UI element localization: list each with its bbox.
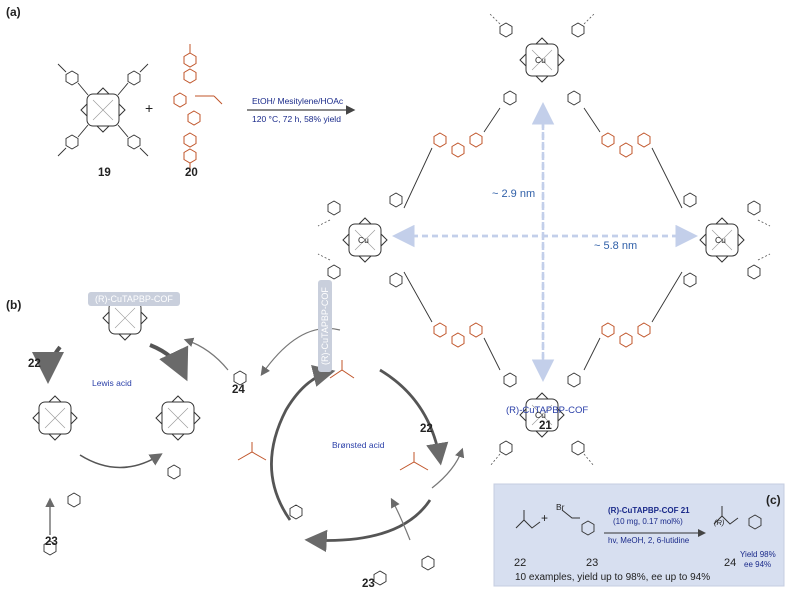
catalyst-tag-bronsted: (R)-CuTAPBP-COF [318,280,332,372]
panel-label-b: (b) [6,298,22,312]
catalyst-tag-lewis: (R)-CuTAPBP-COF [88,292,180,306]
pore-distance-large: ~ 5.8 nm [594,240,638,252]
cu-label-right: Cu [715,235,726,245]
cu-label-top: Cu [535,55,546,65]
bronsted-cycle-arrow-right [379,368,449,466]
plus-sign-c: + [541,511,549,525]
panel-label-c: (c) [766,493,781,507]
bronsted-structures [43,360,435,586]
compound-label-24-c: 24 [724,557,737,569]
compound-20-structure [173,44,223,172]
lewis-acid-catalyst-structures [32,295,201,441]
compound-label-24: 24 [232,384,245,396]
panel-label-a: (a) [6,5,21,19]
lewis-acid-label: Lewis acid [92,378,132,388]
cof-21-structure [317,13,771,467]
plus-sign-a: + [145,100,154,116]
catalyst-loading-c: (10 mg, 0.17 mol%) [613,517,683,526]
r-stereo-label: (R) [714,518,725,527]
cu-label-bottom: Cu [535,410,546,420]
compound-label-19: 19 [98,167,111,179]
compound-label-20: 20 [185,167,198,179]
catalyst-name-c: (R)-CuTAPBP-COF 21 [608,506,690,515]
reaction-solvent: EtOH/ Mesitylene/HOAc [252,96,344,106]
compound-label-22-b: 22 [420,423,433,435]
pore-distance-small: ~ 2.9 nm [492,188,536,200]
arrow-release [149,343,189,382]
compound-label-22-c: 22 [514,557,527,569]
conditions-c: hv, MeOH, 2, 6-lutidine [608,536,690,545]
compound-label-23-c: 23 [586,557,599,569]
arrow-radical-addition [79,453,163,469]
bronsted-acid-label: Brønsted acid [332,440,385,450]
panel-c-box [493,483,785,587]
bronsted-cycle-arrow-bottom [304,499,432,553]
summary-c: 10 examples, yield up to 98%, ee up to 9… [515,572,711,583]
compound-19-structure [57,63,149,157]
compound-label-23: 23 [45,536,58,548]
panel-c-structures [515,506,762,536]
arrow-product-24 [183,337,229,371]
ee-c: ee 94% [744,560,772,569]
bronsted-cycle-arrow-left [270,365,336,521]
yield-c: Yield 98% [740,550,776,559]
bromo-label: Br [556,502,565,512]
compound-label-23-b: 23 [362,578,375,590]
compound-label-22: 22 [28,358,41,370]
compound-label-21: 21 [539,420,552,432]
arrow-radical-b [390,497,411,541]
arrow-enol [431,447,465,489]
reaction-conditions: 120 °C, 72 h, 58% yield [252,114,341,124]
cof-21-name: (R)-CuTAPBP-COF [506,405,589,416]
cu-label-left: Cu [358,235,369,245]
arrow-substrate-bind [32,345,65,384]
